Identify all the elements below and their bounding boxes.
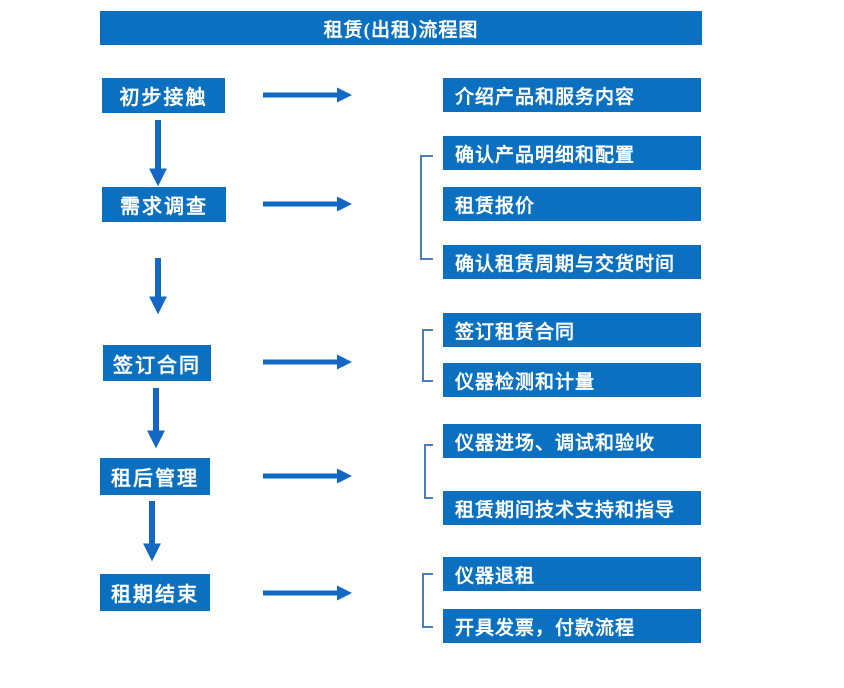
step-sign-contract: 签订合同	[103, 345, 211, 381]
step-rental-end: 租期结束	[100, 574, 210, 611]
detail-instrument-setup-acceptance: 仪器进场、调试和验收	[443, 424, 701, 458]
detail-sign-rental-contract: 签订租赁合同	[443, 313, 701, 347]
detail-technical-support: 租赁期间技术支持和指导	[443, 491, 701, 525]
flowchart-title: 租赁(出租)流程图	[100, 11, 702, 45]
step-initial-contact: 初步接触	[102, 78, 225, 113]
group-bracket	[422, 573, 433, 628]
group-bracket	[420, 155, 433, 260]
detail-confirm-period-delivery: 确认租赁周期与交货时间	[443, 245, 701, 279]
detail-confirm-product-config: 确认产品明细和配置	[443, 136, 701, 170]
detail-introduce-products: 介绍产品和服务内容	[443, 78, 701, 112]
group-bracket	[422, 329, 433, 382]
detail-invoice-payment: 开具发票，付款流程	[443, 609, 701, 643]
step-needs-survey: 需求调查	[102, 187, 226, 222]
group-bracket	[424, 444, 433, 499]
detail-instrument-testing: 仪器检测和计量	[443, 363, 701, 397]
step-post-rental-management: 租后管理	[100, 458, 210, 495]
detail-instrument-return: 仪器退租	[443, 557, 701, 591]
detail-rental-quote: 租赁报价	[443, 187, 701, 221]
